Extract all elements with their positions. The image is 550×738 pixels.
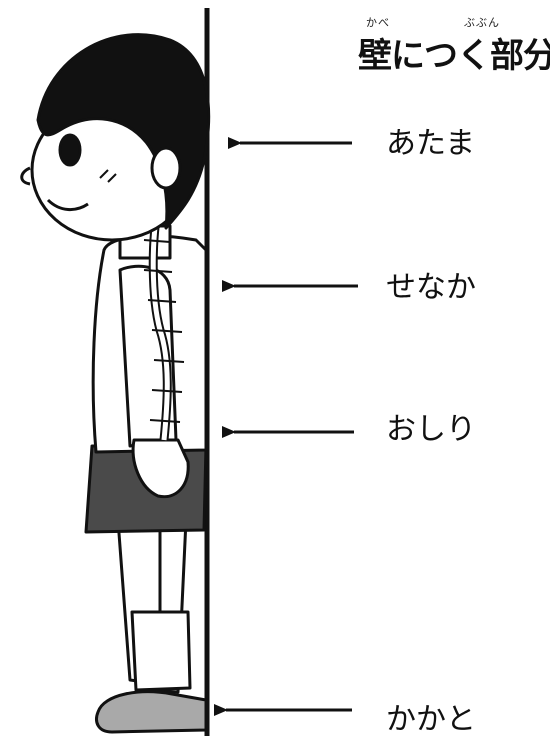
title-block: かべ ぶぶん 壁につく部分	[338, 14, 538, 74]
girl-figure	[22, 35, 209, 732]
nose	[22, 168, 30, 184]
shoe	[97, 692, 206, 732]
eye	[60, 135, 80, 165]
label-heel: かかと	[386, 694, 476, 738]
ear	[152, 148, 180, 188]
sock	[132, 612, 190, 690]
label-hip: おしり	[386, 404, 476, 448]
label-back: せなか	[386, 262, 476, 306]
page-title: 壁につく部分	[358, 28, 550, 77]
label-head: あたま	[386, 118, 475, 162]
